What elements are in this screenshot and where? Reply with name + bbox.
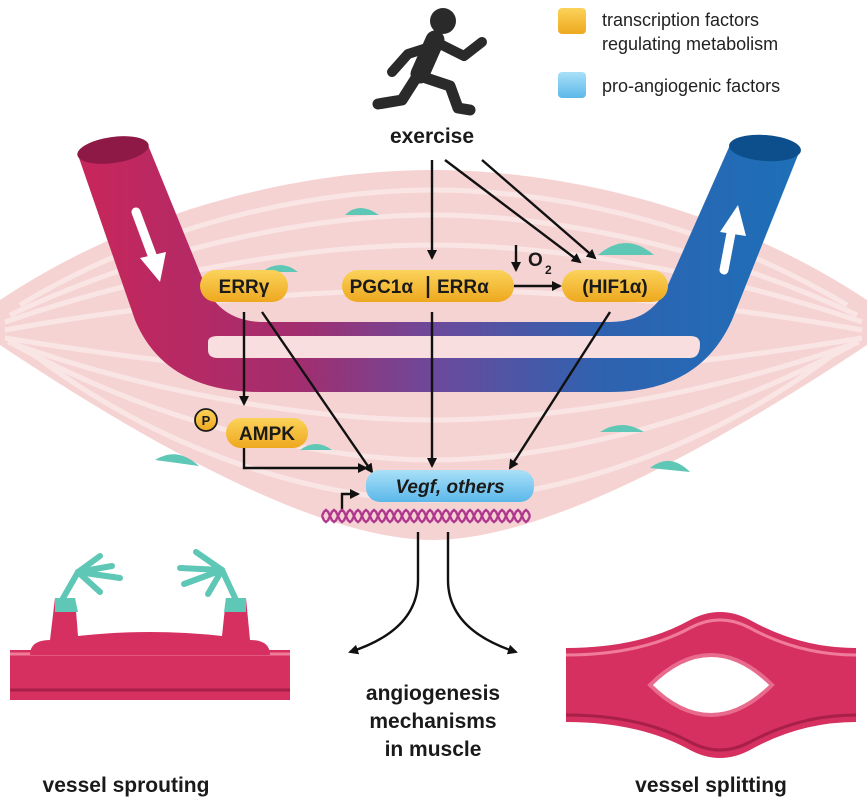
- hif1a-label: (HIF1α): [582, 277, 648, 298]
- node-err-gamma: ERRγ: [200, 270, 288, 302]
- pgc1a-label: PGC1α: [350, 277, 414, 298]
- err-gamma-label: ERRγ: [219, 277, 270, 298]
- vessel-splitting-illustration: [565, 612, 857, 758]
- vegf-label: Vegf, others: [395, 477, 504, 498]
- o2-subscript: 2: [545, 263, 552, 277]
- runner-icon: [372, 8, 487, 116]
- arrows: [239, 159, 612, 655]
- legend-label-transcription-2: regulating metabolism: [602, 34, 778, 54]
- vessel-sprouting-illustration: [10, 549, 290, 700]
- phospho-label: P: [202, 413, 211, 428]
- legend-label-angiogenic: pro-angiogenic factors: [602, 76, 780, 96]
- dna-icon: [320, 508, 532, 524]
- node-vegf: Vegf, others: [366, 470, 534, 502]
- vessel-sprouting-label: vessel sprouting: [43, 774, 210, 797]
- ampk-label: AMPK: [239, 424, 295, 445]
- vessel-splitting-label: vessel splitting: [635, 774, 787, 797]
- o2-label: O 2: [528, 250, 552, 277]
- angiogenesis-label-3: in muscle: [385, 738, 482, 761]
- legend: transcription factors regulating metabol…: [558, 8, 780, 98]
- node-ampk: P AMPK: [194, 408, 308, 448]
- arrow-down-icon: [131, 207, 166, 282]
- legend-label-transcription-1: transcription factors: [602, 10, 759, 30]
- node-pgc1a-erra: PGC1α ERRα: [342, 270, 514, 302]
- arrow-up-icon: [719, 205, 746, 275]
- o2-text: O: [528, 250, 543, 271]
- legend-swatch-transcription: [558, 8, 586, 34]
- node-hif1a: (HIF1α): [562, 270, 668, 302]
- blood-vessel: [77, 134, 801, 392]
- legend-swatch-angiogenic: [558, 72, 586, 98]
- angiogenesis-label-2: mechanisms: [369, 710, 496, 733]
- exercise-label: exercise: [390, 125, 474, 148]
- erra-label: ERRα: [437, 277, 489, 298]
- phospho-badge: [194, 408, 218, 432]
- angiogenesis-label-1: angiogenesis: [366, 682, 500, 705]
